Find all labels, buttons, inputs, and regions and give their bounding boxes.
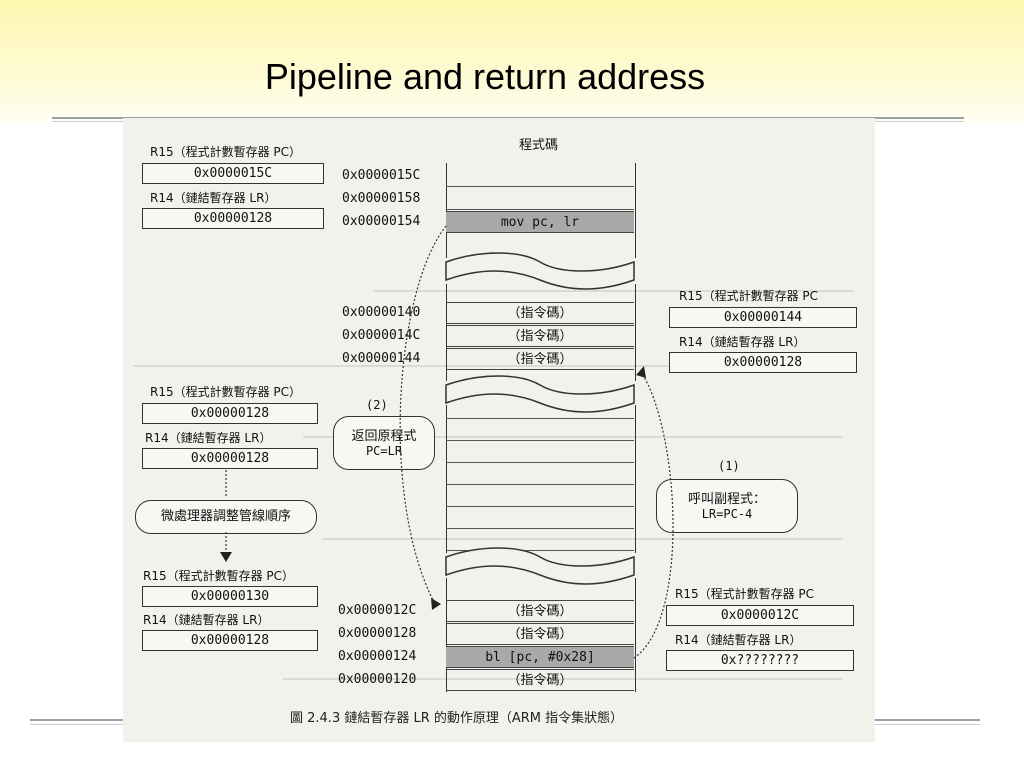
left-mid-r14-value: 0x00000128 — [142, 448, 318, 469]
memory-column-lower — [446, 405, 636, 553]
memory-row-divider — [446, 186, 634, 187]
right-top-r14-label: R14（鏈結暫存器 LR） — [679, 335, 806, 349]
left-bottom-r14-label: R14（鏈結暫存器 LR） — [143, 613, 270, 627]
address-bottom-1: 0x0000012C — [338, 603, 417, 618]
left-bottom-r14-value: 0x00000128 — [142, 630, 318, 651]
memory-row-divider — [446, 418, 634, 419]
right-top-r15-label: R15（程式計數暫存器 PC — [679, 289, 819, 303]
left-top-r15-label: R15（程式計數暫存器 PC） — [150, 145, 302, 159]
figure-caption: 圖 2.4.3 鏈結暫存器 LR 的動作原理（ARM 指令集狀態） — [290, 711, 624, 726]
left-bottom-r15-value: 0x00000130 — [142, 586, 318, 607]
left-mid-r14-label: R14（鏈結暫存器 LR） — [145, 431, 272, 445]
step1-tag: (1) — [718, 459, 740, 473]
address-mid-2: 0x0000014C — [342, 328, 421, 343]
call-step-oval: 呼叫副程式： LR=PC-4 — [656, 479, 798, 533]
memory-row-divider — [446, 528, 634, 529]
memory-cell-bottom-2: （指令碼） — [446, 623, 634, 645]
right-bottom-r15-label: R15（程式計數暫存器 PC — [675, 587, 815, 601]
step2-tag: (2) — [366, 398, 388, 412]
address-bottom-2: 0x00000128 — [338, 626, 417, 641]
call-step-line1: 呼叫副程式： — [687, 492, 766, 507]
address-mid-1: 0x00000140 — [342, 305, 421, 320]
return-step-line2: PC=LR — [365, 444, 403, 458]
memory-row-divider — [446, 462, 634, 463]
address-top-2: 0x00000158 — [342, 191, 421, 206]
right-bottom-r14-value: 0x???????? — [666, 650, 854, 671]
memory-cell-mid-2: （指令碼） — [446, 325, 634, 347]
left-bottom-r15-label: R15（程式計數暫存器 PC） — [143, 569, 295, 583]
memory-cell-bottom-4: （指令碼） — [446, 669, 634, 691]
memory-row-divider — [446, 484, 634, 485]
address-bottom-4: 0x00000120 — [338, 672, 417, 687]
left-top-r14-label: R14（鏈結暫存器 LR） — [150, 191, 277, 205]
right-top-r15-value: 0x00000144 — [669, 307, 857, 328]
memory-cell-mid-1: （指令碼） — [446, 302, 634, 324]
slide-title: Pipeline and return address — [264, 56, 706, 97]
left-mid-r15-label: R15（程式計數暫存器 PC） — [150, 385, 302, 399]
memory-row-divider — [446, 550, 634, 551]
pipeline-adjust-label: 微處理器調整管線順序 — [135, 500, 317, 534]
memory-column-mid — [446, 284, 636, 381]
right-bottom-r15-value: 0x0000012C — [666, 605, 854, 626]
memory-cell-mid-3: （指令碼） — [446, 348, 634, 370]
return-step-oval: 返回原程式 PC=LR — [333, 416, 435, 470]
address-top-3: 0x00000154 — [342, 214, 421, 229]
memory-cell-mov: mov pc, lr — [446, 211, 634, 233]
return-step-line1: 返回原程式 — [351, 429, 417, 444]
memory-title: 程式碼 — [519, 138, 559, 153]
memory-cell-bottom-1: （指令碼） — [446, 600, 634, 622]
memory-column-top — [446, 163, 636, 258]
memory-cell-bl: bl [pc, #0x28] — [446, 646, 634, 668]
left-top-r14-value: 0x00000128 — [142, 208, 324, 229]
call-step-line2: LR=PC-4 — [701, 507, 753, 521]
left-mid-r15-value: 0x00000128 — [142, 403, 318, 424]
memory-row-divider — [446, 209, 634, 210]
address-top-1: 0x0000015C — [342, 168, 421, 183]
right-top-r14-value: 0x00000128 — [669, 352, 857, 373]
left-top-r15-value: 0x0000015C — [142, 163, 324, 184]
address-bottom-3: 0x00000124 — [338, 649, 417, 664]
right-bottom-r14-label: R14（鏈結暫存器 LR） — [675, 633, 802, 647]
memory-row-divider — [446, 440, 634, 441]
memory-row-divider — [446, 506, 634, 507]
address-mid-3: 0x00000144 — [342, 351, 421, 366]
slide-header-band — [0, 0, 1024, 122]
